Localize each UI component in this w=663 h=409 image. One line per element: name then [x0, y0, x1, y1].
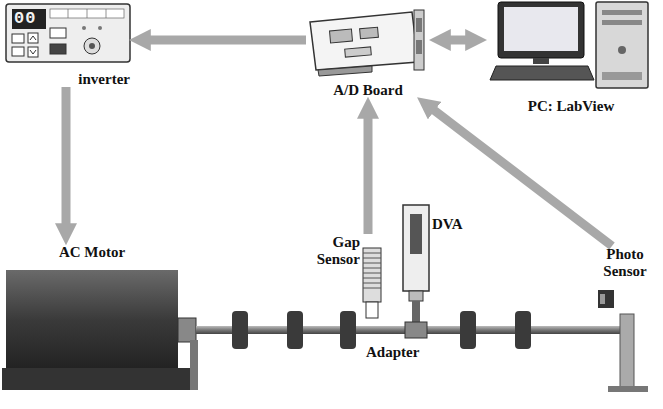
inverter-panel [6, 4, 130, 62]
node-label: inverter [78, 71, 130, 88]
ad-board [310, 10, 424, 76]
node-label: Photo Sensor [590, 246, 660, 279]
node-label: DVA [432, 216, 463, 233]
node-label: PC: LabView [528, 98, 615, 115]
display-digits: 00 [14, 9, 36, 28]
node-label: AC Motor [59, 244, 125, 261]
photo-sensor [598, 290, 614, 308]
rotor-shaft [178, 311, 648, 392]
signal-arrow [428, 105, 612, 246]
gap-sensor [363, 248, 381, 318]
ad-board: A/D Board [306, 74, 430, 98]
inverter-unit: inverter [6, 63, 130, 87]
ac-motor [2, 270, 198, 390]
part-label: Adapter [366, 344, 419, 361]
signal-arrow [142, 36, 306, 45]
ac-motor: AC Motor [4, 244, 180, 268]
node-label: Gap Sensor [306, 234, 360, 267]
signal-arrow [62, 87, 71, 232]
dva-absorber [403, 205, 429, 338]
pc-computer [490, 2, 648, 88]
dva-absorber: DVA [432, 216, 474, 238]
pc-labview: PC: LabView [486, 90, 656, 114]
signal-arrow [442, 36, 474, 45]
node-label: A/D Board [333, 82, 403, 99]
gap-sensor: Gap Sensor [306, 234, 360, 274]
photo-sensor: Photo Sensor [590, 246, 660, 286]
signal-arrow [364, 110, 373, 234]
